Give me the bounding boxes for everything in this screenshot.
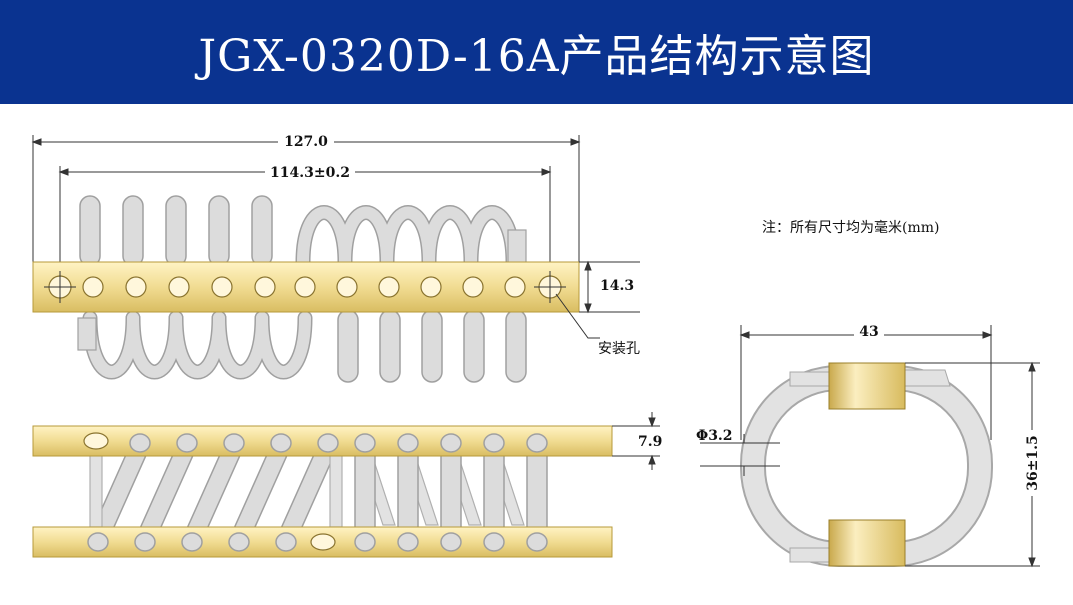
plate-width-label: 14.3 — [600, 278, 634, 294]
side-view: 7.9 — [32, 412, 662, 558]
end-top-block — [828, 362, 906, 410]
end-view: 43 36±1.5 Φ3.2 — [696, 320, 1042, 568]
wire-diameter-label: Φ3.2 — [696, 428, 733, 444]
mount-hole-right — [534, 271, 566, 303]
side-bottom-hole — [310, 533, 336, 551]
end-height-label: 36±1.5 — [1025, 435, 1041, 491]
plate-holes — [82, 276, 526, 298]
mount-hole-leader — [555, 293, 600, 339]
unit-note: 注：所有尺寸均为毫米(mm) — [762, 219, 939, 236]
overall-length-label: 127.0 — [284, 134, 328, 150]
page-title: JGX-0320D-16A产品结构示意图 — [198, 31, 875, 82]
dim-wire-diameter — [700, 434, 780, 476]
dim-plate-width — [579, 260, 640, 314]
plate-thickness-label: 7.9 — [638, 434, 662, 450]
side-coils-vertical — [354, 435, 548, 549]
mount-hole-label: 安装孔 — [598, 341, 640, 357]
title-banner: JGX-0320D-16A产品结构示意图 — [0, 0, 1073, 104]
hole-spacing-label: 114.3±0.2 — [270, 165, 350, 181]
top-coil-upper — [79, 195, 273, 267]
dim-plate-thickness — [612, 412, 660, 470]
end-width-label: 43 — [859, 324, 878, 340]
top-view: 127.0 114.3±0.2 — [31, 130, 640, 383]
side-top-hole — [83, 432, 109, 450]
top-coil-lower-right — [337, 309, 527, 383]
mount-hole-left — [44, 271, 76, 303]
end-bottom-block — [828, 519, 906, 567]
structure-drawing: 127.0 114.3±0.2 — [31, 130, 1042, 568]
side-coils-diagonal — [88, 436, 338, 550]
